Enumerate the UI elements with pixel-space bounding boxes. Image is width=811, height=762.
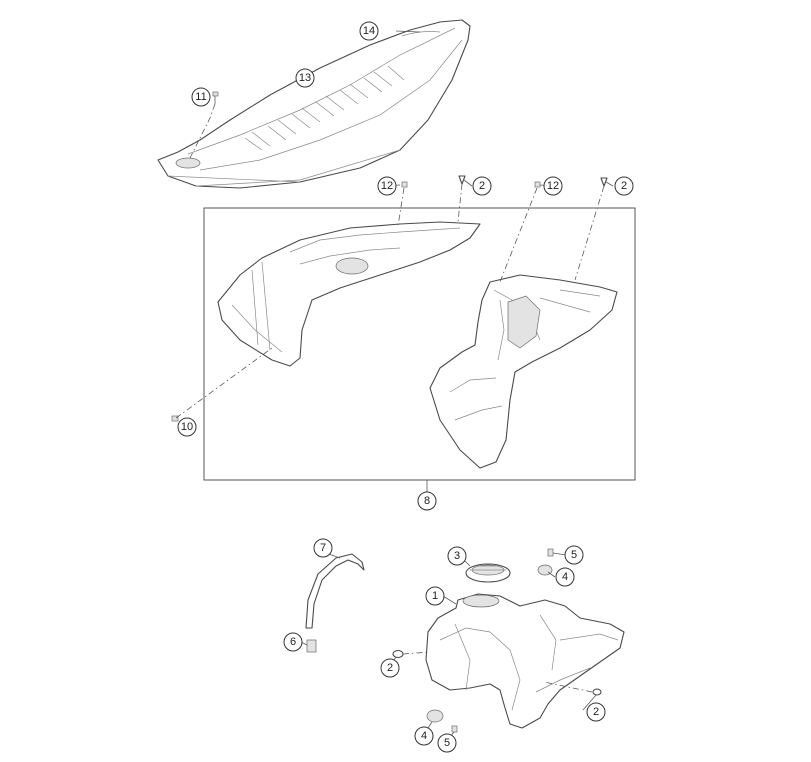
callout-2-tank-right-label: 2 xyxy=(593,706,599,718)
breather-hose xyxy=(305,553,365,629)
callout-12-right-label: 12 xyxy=(547,180,559,192)
callout-2-top-right-label: 2 xyxy=(621,180,627,192)
callout-12-right: 12 xyxy=(543,176,563,196)
callout-5-bottom-label: 5 xyxy=(444,737,450,749)
callout-5-bottom: 5 xyxy=(437,733,457,753)
callout-12-left-label: 12 xyxy=(381,180,393,192)
seat xyxy=(157,19,471,189)
callout-4-bottom-label: 4 xyxy=(421,730,427,742)
callout-14: 14 xyxy=(359,21,379,41)
callout-6-label: 6 xyxy=(290,636,296,648)
shroud-kit-frame xyxy=(203,207,636,481)
callout-2-tank-left: 2 xyxy=(380,658,400,678)
callout-13-label: 13 xyxy=(299,72,311,84)
callout-1: 1 xyxy=(425,586,445,606)
callout-8-label: 8 xyxy=(424,495,430,507)
callout-11: 11 xyxy=(191,87,211,107)
callout-10: 10 xyxy=(177,417,197,437)
hardware xyxy=(171,91,608,733)
callout-14-label: 14 xyxy=(363,25,375,37)
callout-11-label: 11 xyxy=(195,91,206,103)
callout-2-top-left-label: 2 xyxy=(479,180,485,192)
fuel-cap xyxy=(465,563,511,583)
callout-2-tank-left-label: 2 xyxy=(387,662,393,674)
callout-2-tank-right: 2 xyxy=(586,702,606,722)
callout-4-top-label: 4 xyxy=(562,571,568,583)
callout-7-label: 7 xyxy=(320,542,326,554)
callout-3-label: 3 xyxy=(454,550,460,562)
callout-6: 6 xyxy=(283,632,303,652)
callout-3: 3 xyxy=(447,546,467,566)
callout-2-top-left: 2 xyxy=(472,176,492,196)
callout-10-label: 10 xyxy=(181,421,193,433)
callout-1-label: 1 xyxy=(432,590,438,602)
callout-4-bottom: 4 xyxy=(414,726,434,746)
left-radiator-shroud xyxy=(217,221,481,367)
callout-12-left: 12 xyxy=(377,176,397,196)
callout-8: 8 xyxy=(417,491,437,511)
callout-5-top-label: 5 xyxy=(571,549,577,561)
callout-13: 13 xyxy=(295,68,315,88)
right-radiator-shroud xyxy=(429,274,618,469)
fuel-tank xyxy=(425,593,625,729)
callout-5-top: 5 xyxy=(564,545,584,565)
callout-7: 7 xyxy=(313,538,333,558)
callout-4-top: 4 xyxy=(555,567,575,587)
callout-2-top-right: 2 xyxy=(614,176,634,196)
